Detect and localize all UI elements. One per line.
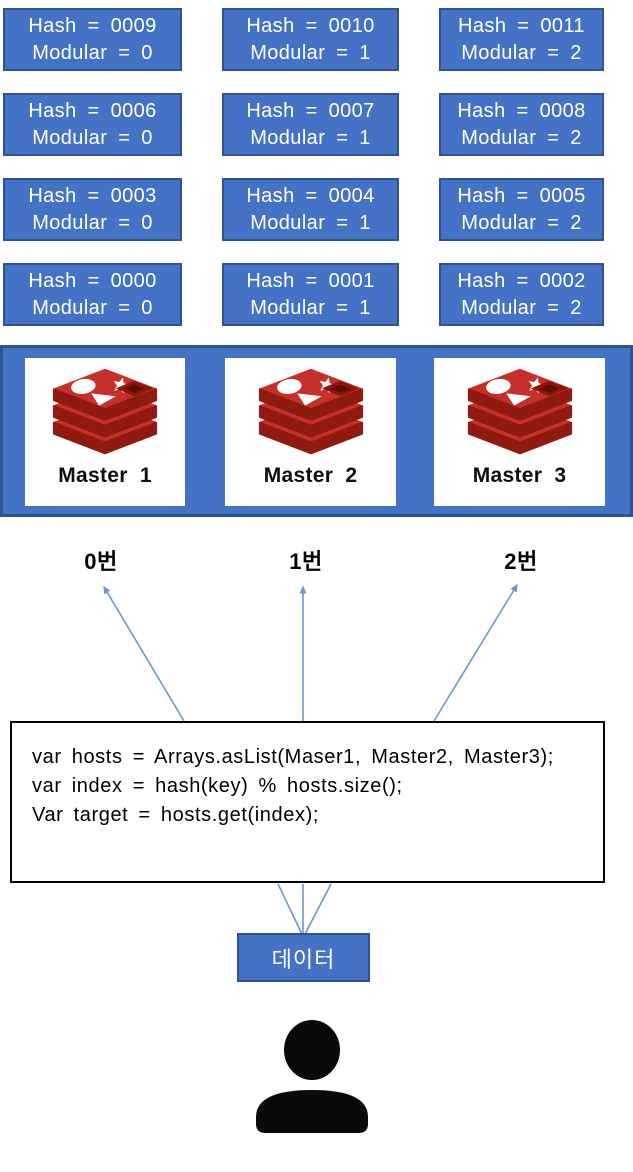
hash-value: Hash = 0004 <box>246 184 375 207</box>
redis-database-icon <box>252 365 370 461</box>
modular-value: Modular = 0 <box>32 211 153 234</box>
master-label: Master 1 <box>58 464 152 487</box>
hash-value: Hash = 0002 <box>457 269 586 292</box>
modular-value: Modular = 2 <box>461 126 582 149</box>
modular-value: Modular = 1 <box>250 41 371 64</box>
code-box: var hosts = Arrays.asList(Maser1, Master… <box>10 721 605 883</box>
master-label: Master 3 <box>472 464 567 487</box>
modular-value: Modular = 0 <box>32 126 153 149</box>
hash-value: Hash = 0001 <box>246 269 375 292</box>
shard-label-1: 1번 <box>289 549 323 574</box>
master-card-3: Master 3 <box>434 358 605 506</box>
modular-value: Modular = 2 <box>461 296 582 319</box>
modular-value: Modular = 1 <box>250 126 371 149</box>
master-card-1: Master 1 <box>25 358 185 506</box>
master-cluster-banner: Master 1 Master 2 Master 3 <box>0 345 633 517</box>
person-icon <box>256 1020 368 1133</box>
modular-value: Modular = 0 <box>32 296 153 319</box>
code-line-1: var hosts = Arrays.asList(Maser1, Master… <box>32 746 554 768</box>
redis-database-icon <box>461 365 579 461</box>
hash-box: Hash = 0003 Modular = 0 <box>3 178 182 241</box>
hash-value: Hash = 0000 <box>28 269 157 292</box>
hash-value: Hash = 0005 <box>457 184 586 207</box>
hash-value: Hash = 0003 <box>28 184 157 207</box>
modular-value: Modular = 1 <box>250 211 371 234</box>
modular-value: Modular = 2 <box>461 41 582 64</box>
master-label: Master 2 <box>263 464 358 487</box>
hash-grid: Hash = 0009 Modular = 0 Hash = 0010 Modu… <box>3 8 604 326</box>
hash-value: Hash = 0009 <box>28 14 157 37</box>
hash-box: Hash = 0004 Modular = 1 <box>222 178 399 241</box>
hash-box: Hash = 0001 Modular = 1 <box>222 263 399 326</box>
hash-box: Hash = 0009 Modular = 0 <box>3 8 182 71</box>
hash-box: Hash = 0010 Modular = 1 <box>222 8 399 71</box>
hash-box: Hash = 0005 Modular = 2 <box>439 178 604 241</box>
shard-label-0: 0번 <box>84 549 118 574</box>
data-box-label: 데이터 <box>271 946 336 972</box>
hash-box: Hash = 0008 Modular = 2 <box>439 93 604 156</box>
code-line-3: Var target = hosts.get(index); <box>32 804 319 826</box>
hash-box: Hash = 0011 Modular = 2 <box>439 8 604 71</box>
hash-box: Hash = 0006 Modular = 0 <box>3 93 182 156</box>
master-card-2: Master 2 <box>225 358 396 506</box>
hash-value: Hash = 0007 <box>246 99 375 122</box>
line-data-right <box>304 883 332 935</box>
hash-value: Hash = 0006 <box>28 99 157 122</box>
arrow-to-shard-2 <box>433 583 518 722</box>
redis-database-icon <box>46 365 164 461</box>
hash-value: Hash = 0008 <box>457 99 586 122</box>
modular-value: Modular = 2 <box>461 211 582 234</box>
hash-box: Hash = 0007 Modular = 1 <box>222 93 399 156</box>
hash-value: Hash = 0010 <box>246 14 375 37</box>
hash-box: Hash = 0000 Modular = 0 <box>3 263 182 326</box>
shard-label-2: 2번 <box>504 549 538 574</box>
modular-value: Modular = 1 <box>250 296 371 319</box>
arrow-to-shard-0 <box>103 585 185 722</box>
hash-value: Hash = 0011 <box>458 14 585 37</box>
hash-box: Hash = 0002 Modular = 2 <box>439 263 604 326</box>
data-box: 데이터 <box>237 933 370 982</box>
line-data-left <box>277 883 303 935</box>
code-line-2: var index = hash(key) % hosts.size(); <box>32 775 403 797</box>
modular-value: Modular = 0 <box>32 41 153 64</box>
